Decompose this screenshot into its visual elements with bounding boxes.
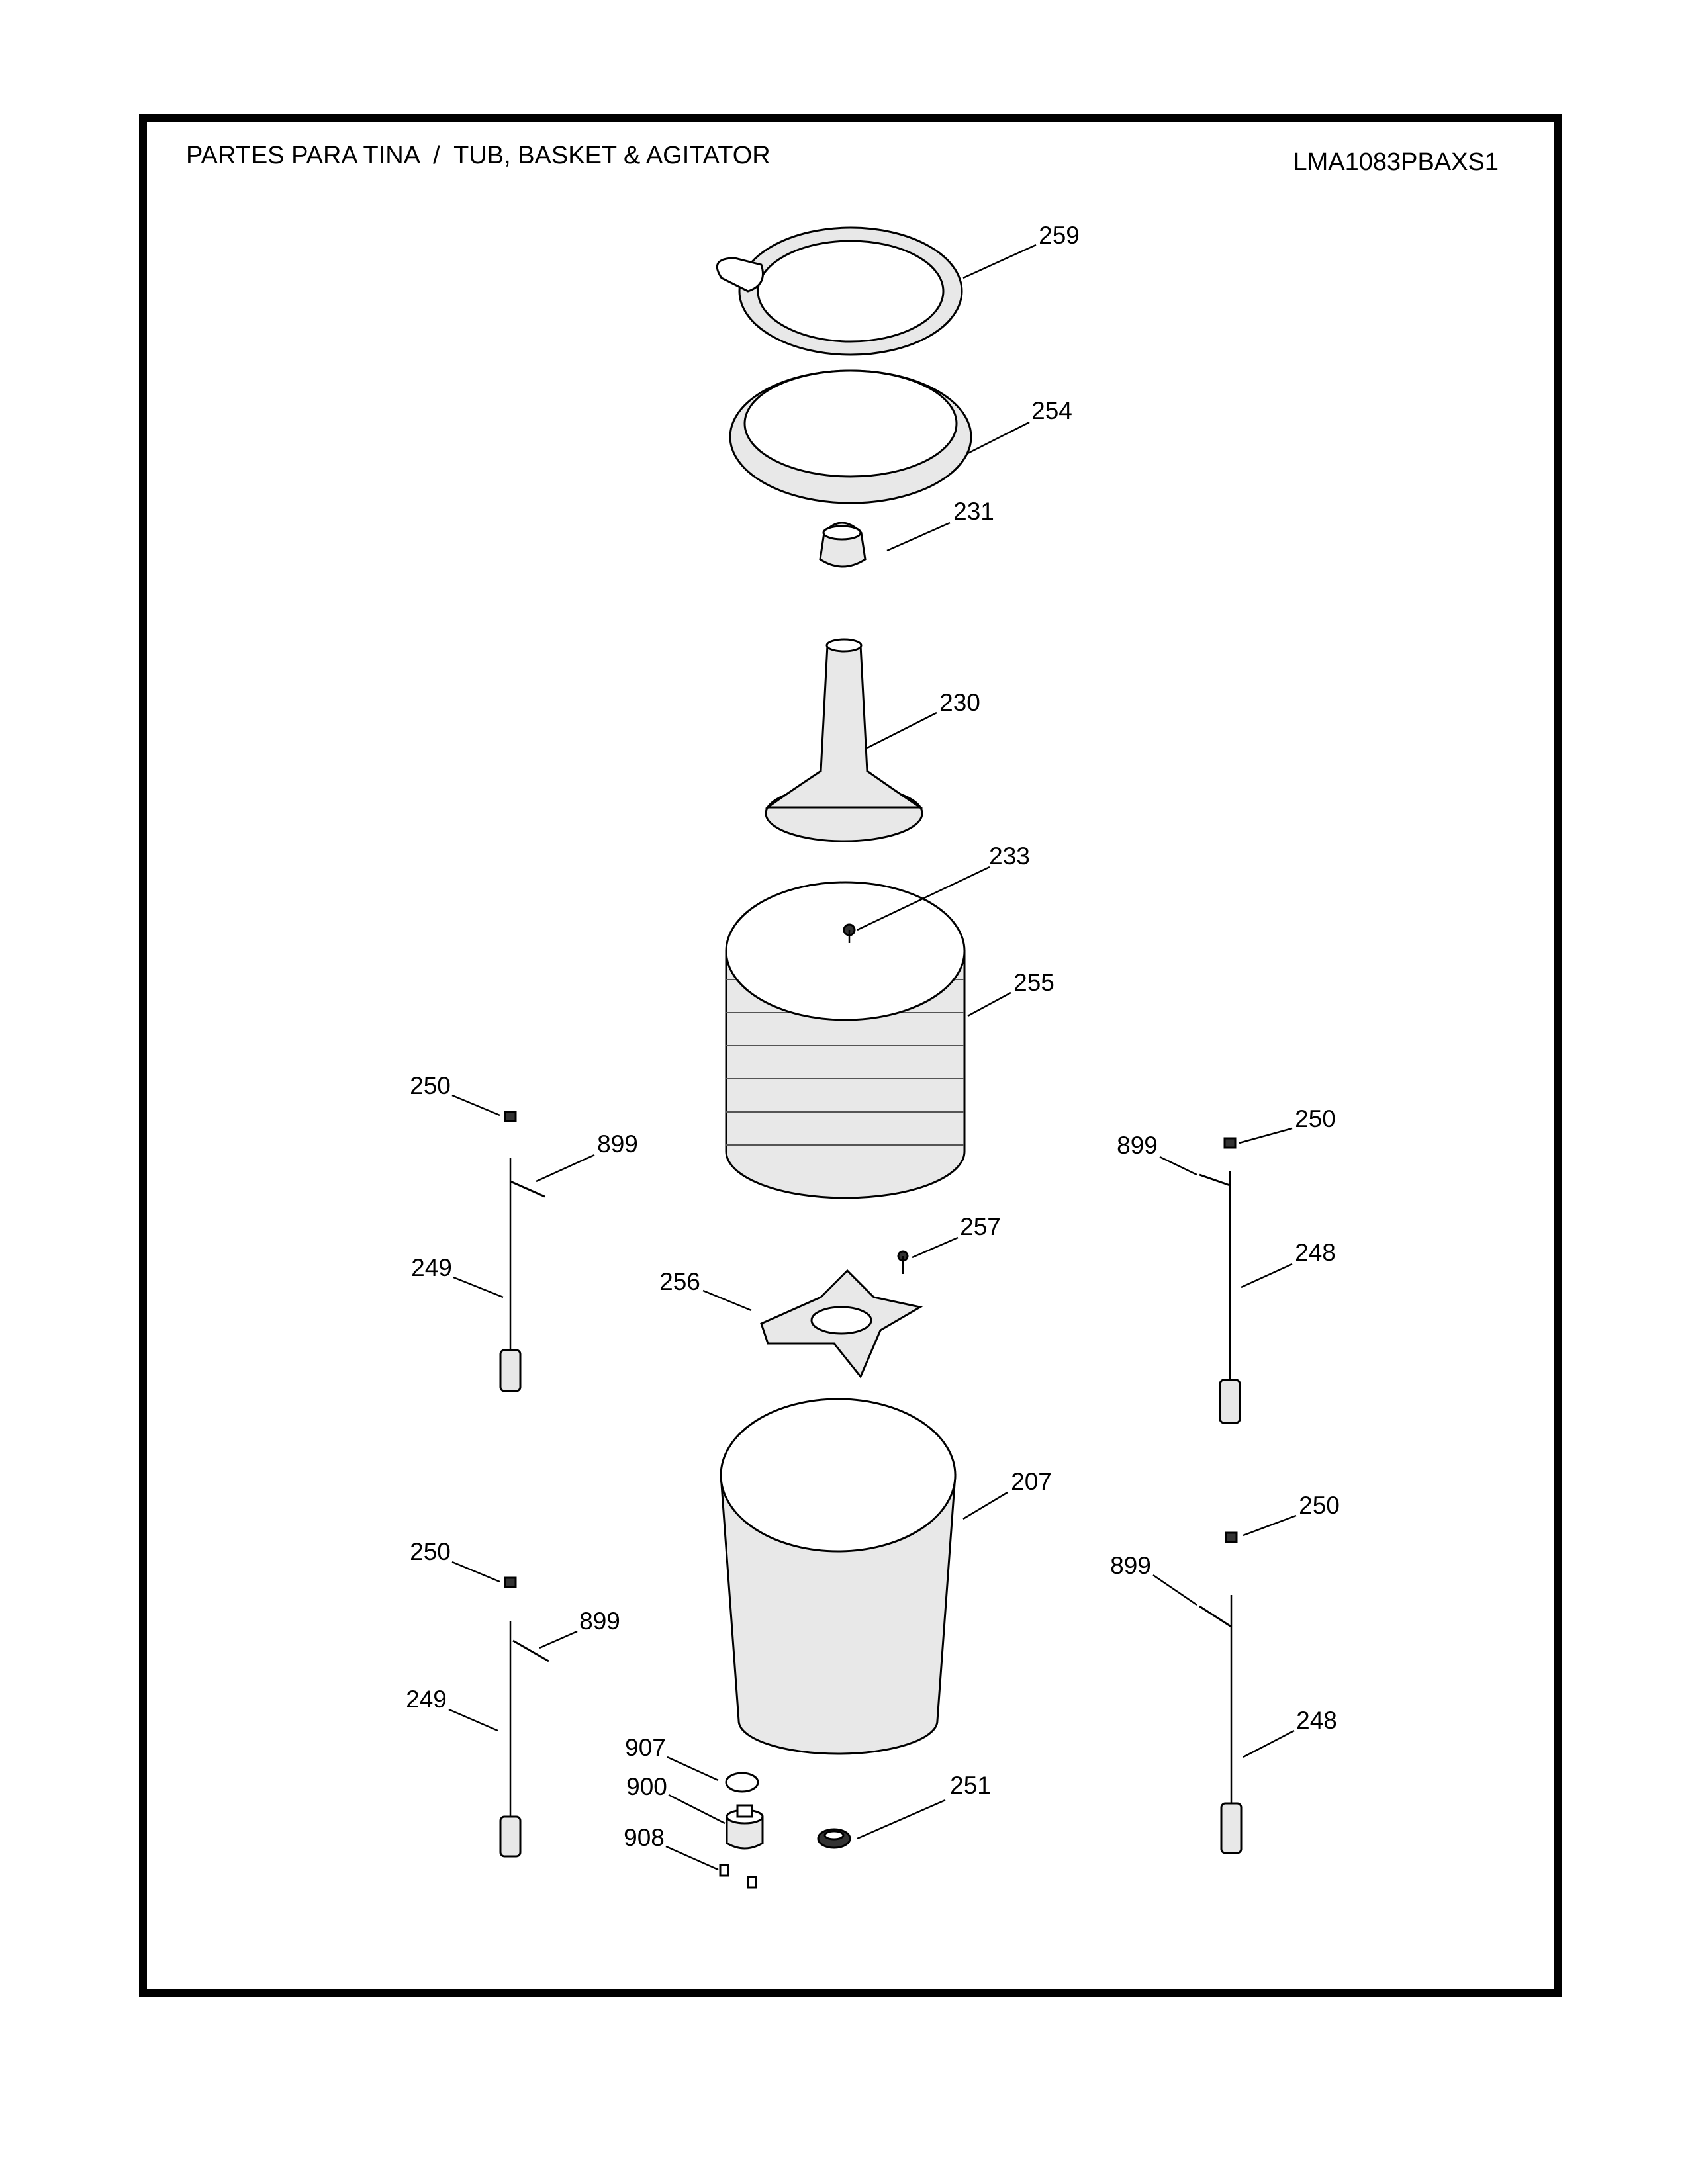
part-233-screw <box>843 923 856 943</box>
model-number: LMA1083PBAXS1 <box>1293 148 1499 176</box>
callout-250: 250 <box>1295 1105 1336 1132</box>
leader-lines <box>448 244 1297 1871</box>
part-907-o-ring <box>725 1772 759 1793</box>
callout-251: 251 <box>950 1772 991 1799</box>
callout-899: 899 <box>579 1608 620 1635</box>
callout-248: 248 <box>1295 1239 1336 1266</box>
callout-233: 233 <box>989 842 1030 870</box>
callout-899: 899 <box>597 1130 638 1158</box>
part-254-balance-ring <box>729 369 972 504</box>
part-900-bearing <box>726 1804 764 1850</box>
part-251-seal <box>817 1828 851 1849</box>
callout-254: 254 <box>1031 397 1072 424</box>
part-207-tub <box>720 1398 957 1755</box>
part-256-hub <box>760 1269 923 1379</box>
callout-899: 899 <box>1117 1132 1158 1159</box>
page-title: PARTES PARA TINA / TUB, BASKET & AGITATO… <box>186 142 771 169</box>
suspension-rod-right-lower <box>1199 1531 1243 1854</box>
callout-259: 259 <box>1039 222 1080 249</box>
callout-249: 249 <box>411 1254 452 1281</box>
suspension-rod-right-upper <box>1199 1137 1241 1424</box>
part-908-clips <box>719 1864 757 1889</box>
part-259-lid-ring <box>716 226 963 356</box>
callout-250: 250 <box>410 1538 451 1565</box>
suspension-rod-left-lower <box>499 1576 549 1858</box>
callout-908: 908 <box>624 1824 665 1851</box>
part-255-basket <box>725 881 966 1199</box>
part-230-agitator <box>765 638 923 842</box>
callout-230: 230 <box>939 689 980 716</box>
callout-labels: 259 254 231 230 233 255 250 899 249 250 … <box>406 222 1340 1851</box>
part-257-screw <box>897 1250 909 1274</box>
diagram-frame <box>139 114 1562 1997</box>
callout-249: 249 <box>406 1686 447 1713</box>
suspension-rod-left-upper <box>499 1111 545 1392</box>
part-231-agitator-cap <box>819 522 867 568</box>
callout-250: 250 <box>1299 1492 1340 1519</box>
callout-907: 907 <box>625 1734 666 1761</box>
callout-207: 207 <box>1011 1468 1052 1495</box>
callout-899: 899 <box>1110 1552 1151 1579</box>
callout-255: 255 <box>1013 969 1055 996</box>
callout-900: 900 <box>626 1773 667 1800</box>
callout-256: 256 <box>659 1268 700 1295</box>
callout-248: 248 <box>1296 1707 1337 1734</box>
callout-231: 231 <box>953 498 994 525</box>
callout-257: 257 <box>960 1213 1001 1240</box>
callout-250: 250 <box>410 1072 451 1099</box>
